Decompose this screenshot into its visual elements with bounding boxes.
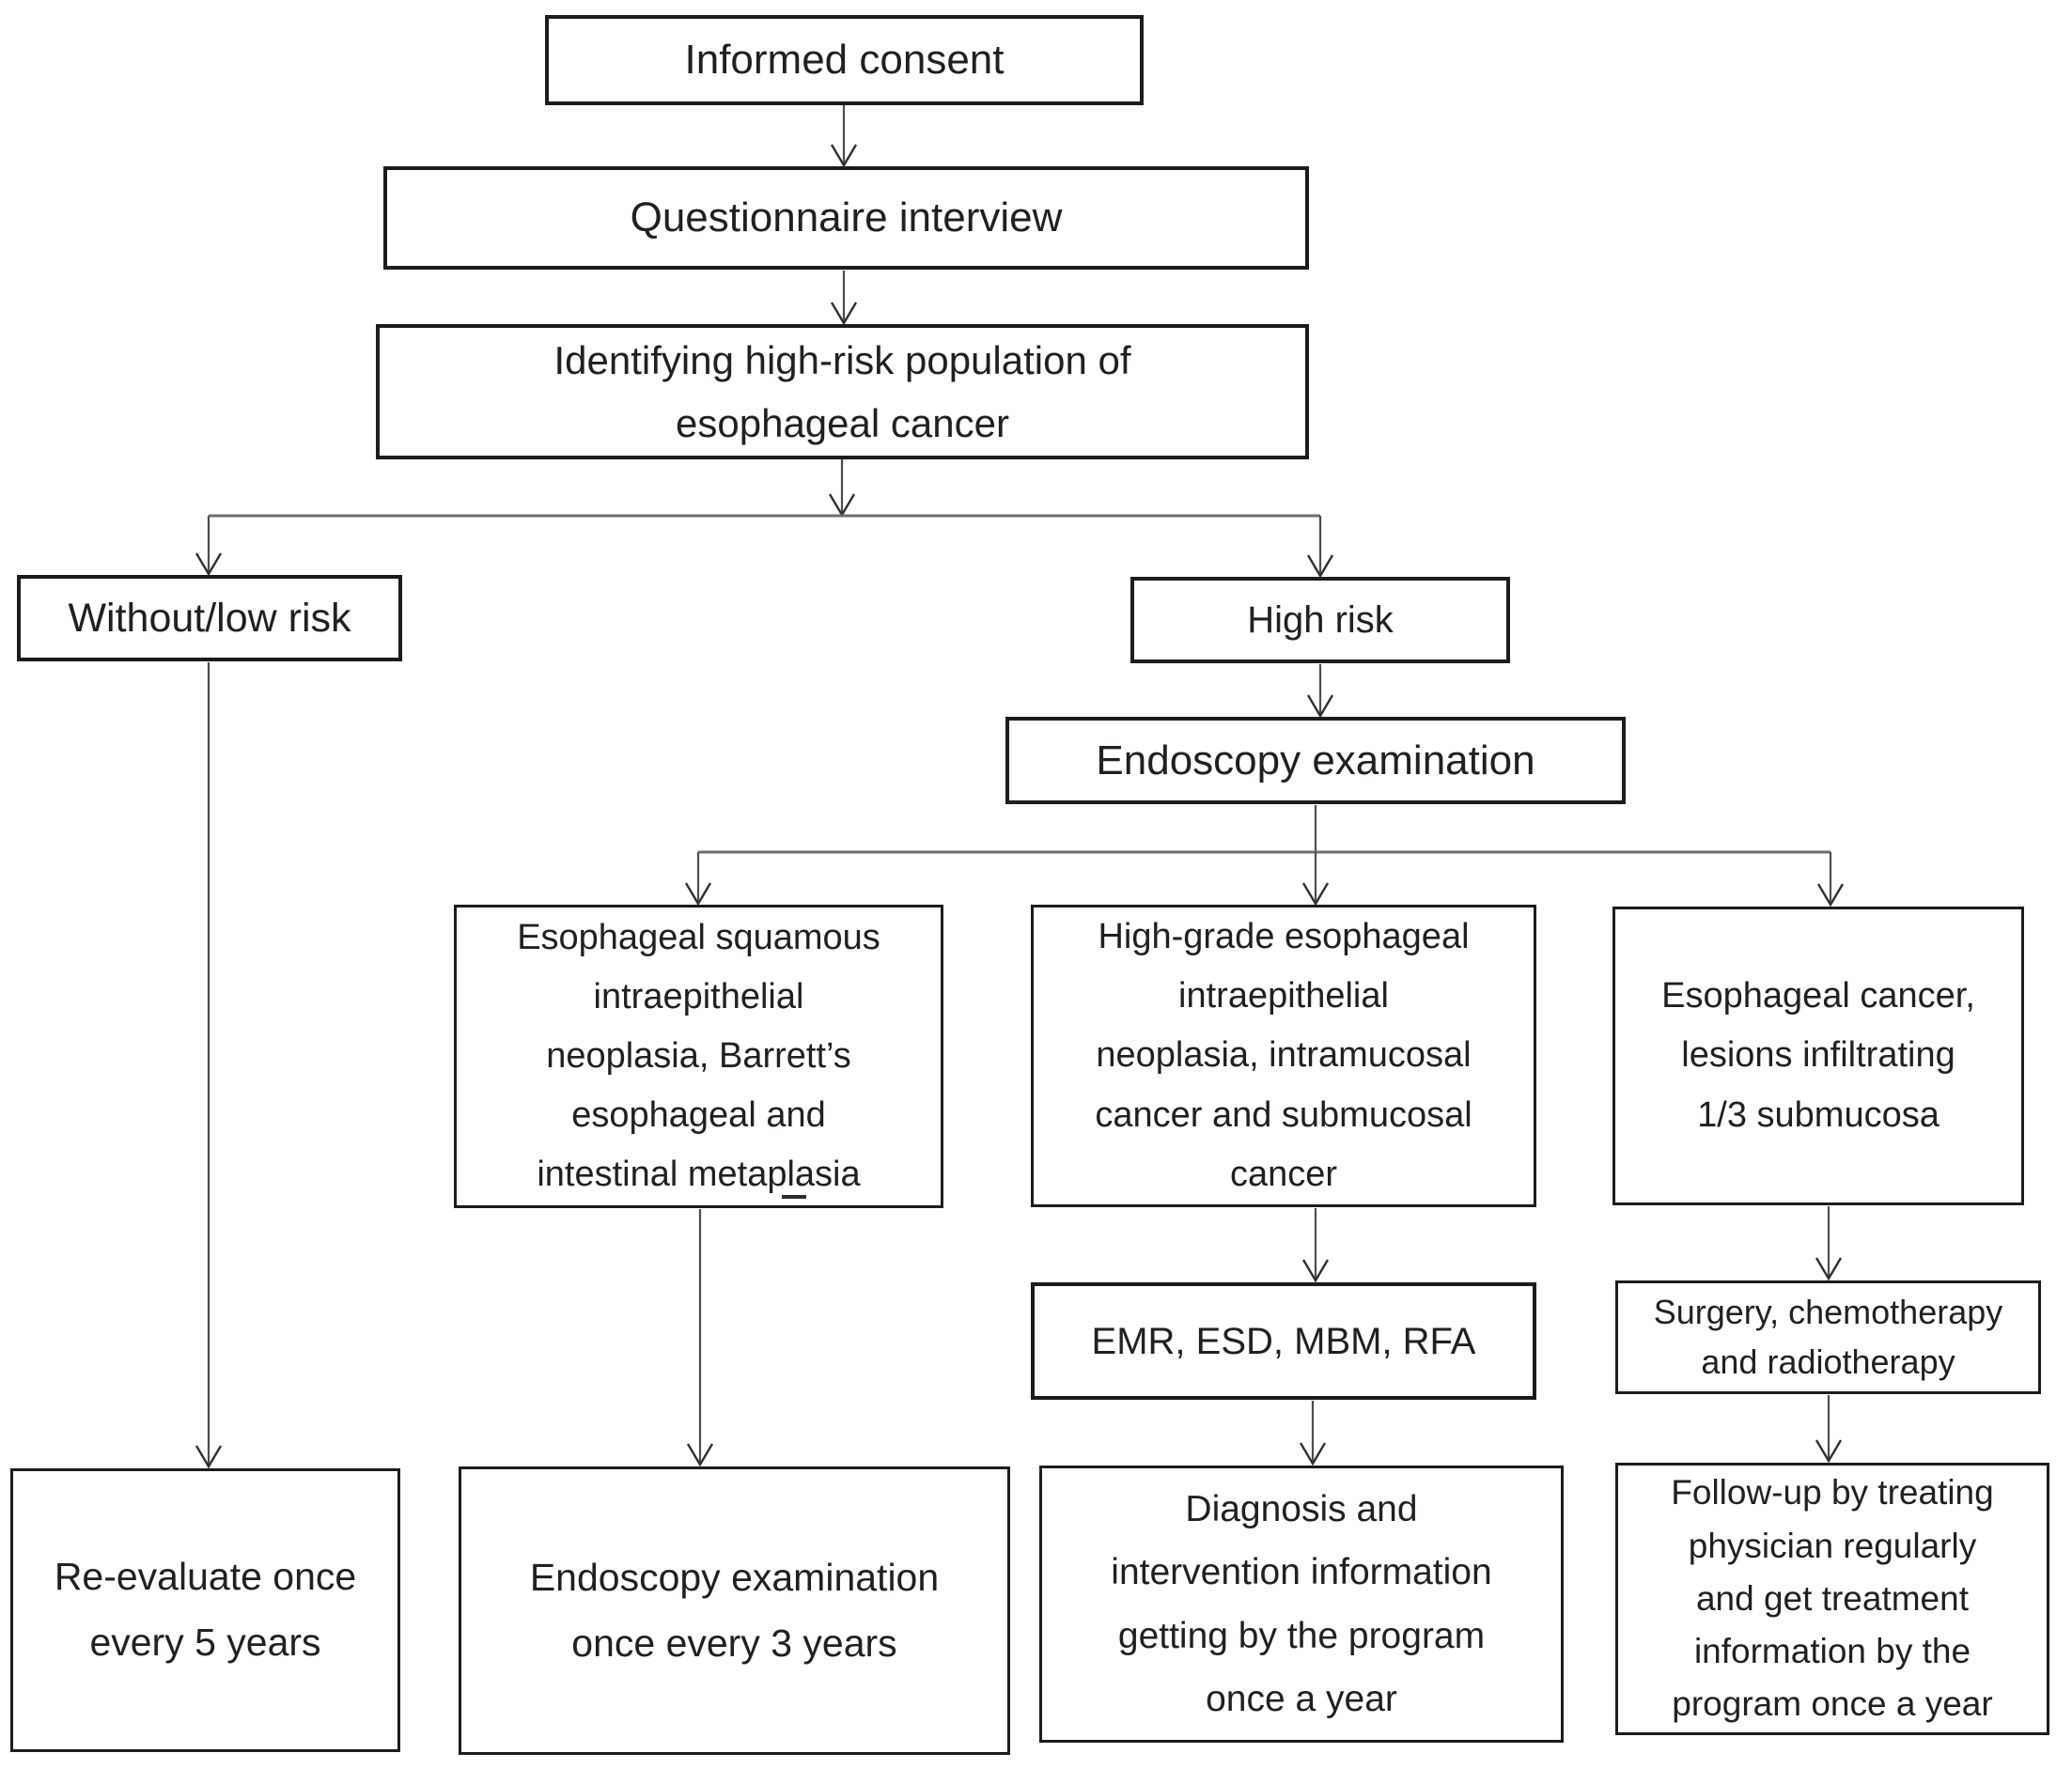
edge-branch-to-squamous bbox=[684, 852, 712, 907]
edge-branch-to-high-risk bbox=[1306, 516, 1334, 579]
edge-branch-to-without-low-risk bbox=[195, 516, 223, 577]
edge-identifying-to-branch bbox=[828, 459, 856, 518]
node-emr-esd-mbm-rfa: EMR, ESD, MBM, RFA bbox=[1031, 1282, 1536, 1400]
node-diagnosis-intervention-info: Diagnosis and intervention information g… bbox=[1039, 1466, 1564, 1743]
edge-high-risk-to-endoscopy bbox=[1306, 664, 1334, 719]
node-follow-up-treating-physician: Follow-up by treating physician regularl… bbox=[1615, 1463, 2049, 1735]
edge-squamous-to-endoscopy-3-years bbox=[686, 1209, 714, 1467]
node-high-risk: High risk bbox=[1130, 577, 1510, 663]
node-informed-consent: Informed consent bbox=[545, 15, 1144, 105]
edge-emr-to-diagnosis bbox=[1299, 1401, 1327, 1466]
edge-questionnaire-to-identifying bbox=[830, 271, 858, 326]
node-re-evaluate-5-years: Re-evaluate once every 5 years bbox=[10, 1468, 400, 1752]
node-questionnaire-interview: Questionnaire interview bbox=[383, 166, 1309, 270]
node-high-grade-neoplasia: High-grade esophageal intraepithelial ne… bbox=[1031, 905, 1536, 1207]
scan-artifact-dash bbox=[782, 1195, 806, 1199]
node-endoscopy-every-3-years: Endoscopy examination once every 3 years bbox=[459, 1466, 1010, 1755]
node-esophageal-cancer-infiltrating: Esophageal cancer, lesions infiltrating … bbox=[1612, 907, 2024, 1205]
edge-cancer-to-surgery bbox=[1815, 1206, 1843, 1281]
node-identifying-high-risk: Identifying high-risk population of esop… bbox=[376, 324, 1309, 459]
edge-high-grade-to-emr bbox=[1301, 1208, 1330, 1283]
edge-branch-to-high-grade bbox=[1301, 852, 1330, 907]
edge-surgery-to-followup bbox=[1815, 1395, 1843, 1464]
edge-informed-to-questionnaire bbox=[830, 105, 858, 168]
node-without-low-risk: Without/low risk bbox=[17, 575, 402, 661]
node-endoscopy-examination: Endoscopy examination bbox=[1005, 717, 1626, 804]
node-esophageal-squamous-neoplasia: Esophageal squamous intraepithelial neop… bbox=[454, 905, 943, 1208]
edge-low-risk-to-reevaluate bbox=[195, 662, 223, 1469]
edge-branch-to-esophageal-cancer bbox=[1816, 852, 1845, 908]
node-surgery-chemo-radio: Surgery, chemotherapy and radiotherapy bbox=[1615, 1280, 2041, 1394]
